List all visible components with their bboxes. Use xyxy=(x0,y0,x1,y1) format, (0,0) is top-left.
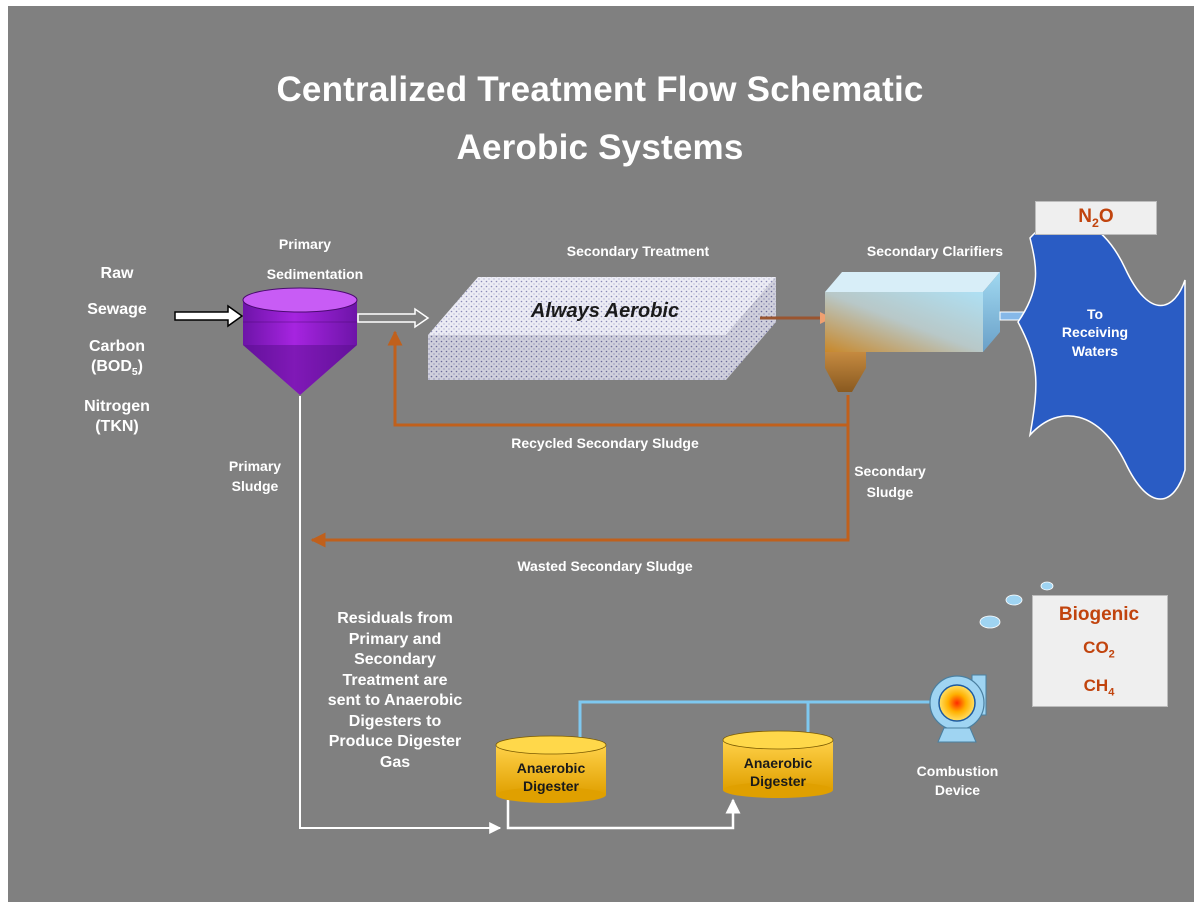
residuals-line-4: Treatment are xyxy=(342,671,448,689)
residuals-line-5: sent to Anaerobic xyxy=(327,692,463,709)
digester-1-label-1: Anaerobic xyxy=(516,760,586,776)
secondary-treatment-label: Secondary Treatment xyxy=(566,243,710,259)
recycled-sludge-line xyxy=(387,330,850,427)
residuals-line-2: Primary and xyxy=(348,630,442,648)
recycled-sludge-label: Recycled Secondary Sludge xyxy=(511,435,699,451)
n2o-label: N2O xyxy=(1078,206,1114,230)
combustion-label-1: Combustion xyxy=(916,763,999,779)
anaerobic-digester-2-shape xyxy=(722,730,834,798)
receiving-waters-shape xyxy=(1017,218,1186,500)
primary-sludge-line xyxy=(299,396,741,834)
sedimentation-label: Sedimentation xyxy=(266,266,364,282)
primary-sedimentation-tank xyxy=(242,287,358,395)
always-aerobic-label: Always Aerobic xyxy=(530,300,680,322)
residuals-line-6: Digesters to xyxy=(348,712,442,730)
secondary-clarifiers-label: Secondary Clarifiers xyxy=(866,243,1004,259)
combustion-device-icon xyxy=(929,674,987,743)
digester-2-label-2: Digester xyxy=(749,773,807,789)
combustion-label-2: Device xyxy=(934,782,981,798)
secondary-sludge-label-1: Secondary xyxy=(854,463,926,479)
receiving-label: Receiving xyxy=(1061,324,1129,340)
emissions-box xyxy=(1032,595,1168,707)
primary-sludge-label-1: Primary xyxy=(228,458,282,474)
secondary-clarifier xyxy=(825,272,1000,392)
biogenic-label: Biogenic xyxy=(1058,604,1140,625)
residuals-line-3: Secondary xyxy=(354,651,436,668)
co2-label: CO2 xyxy=(1083,638,1115,661)
title-line-2: Aerobic Systems xyxy=(456,128,744,167)
anaerobic-digester-1-shape xyxy=(495,735,607,803)
wasted-sludge-line xyxy=(310,425,850,548)
waters-label: Waters xyxy=(1071,343,1119,359)
primary-sludge-label-2: Sludge xyxy=(231,478,279,494)
title-line-1: Centralized Treatment Flow Schematic xyxy=(276,70,924,109)
ch4-label: CH4 xyxy=(1083,676,1115,699)
digester-1-label-2: Digester xyxy=(522,778,580,794)
n2o-box xyxy=(1035,201,1157,235)
secondary-sludge-label-2: Sludge xyxy=(866,484,914,500)
primary-to-secondary-arrow xyxy=(357,307,430,329)
sewage-label: Sewage xyxy=(87,301,147,318)
secondary-treatment-basin xyxy=(428,277,776,380)
residuals-line-1: Residuals from xyxy=(337,610,453,627)
emission-puffs xyxy=(979,581,1054,629)
nitrogen-label: Nitrogen xyxy=(84,398,150,415)
primary-label: Primary xyxy=(278,236,332,252)
wasted-sludge-label: Wasted Secondary Sludge xyxy=(517,558,693,574)
residuals-line-8: Gas xyxy=(379,753,411,771)
raw-label: Raw xyxy=(100,265,134,282)
input-arrow xyxy=(174,304,244,328)
bod-label: (BOD5) xyxy=(91,358,143,379)
tkn-label: (TKN) xyxy=(95,418,139,435)
digester-2-label-1: Anaerobic xyxy=(743,755,813,771)
residuals-line-7: Produce Digester xyxy=(328,733,462,750)
residuals-text: Residuals from Primary and Secondary Tre… xyxy=(300,609,490,773)
carbon-label: Carbon xyxy=(89,338,145,355)
to-label: To xyxy=(1086,306,1104,322)
